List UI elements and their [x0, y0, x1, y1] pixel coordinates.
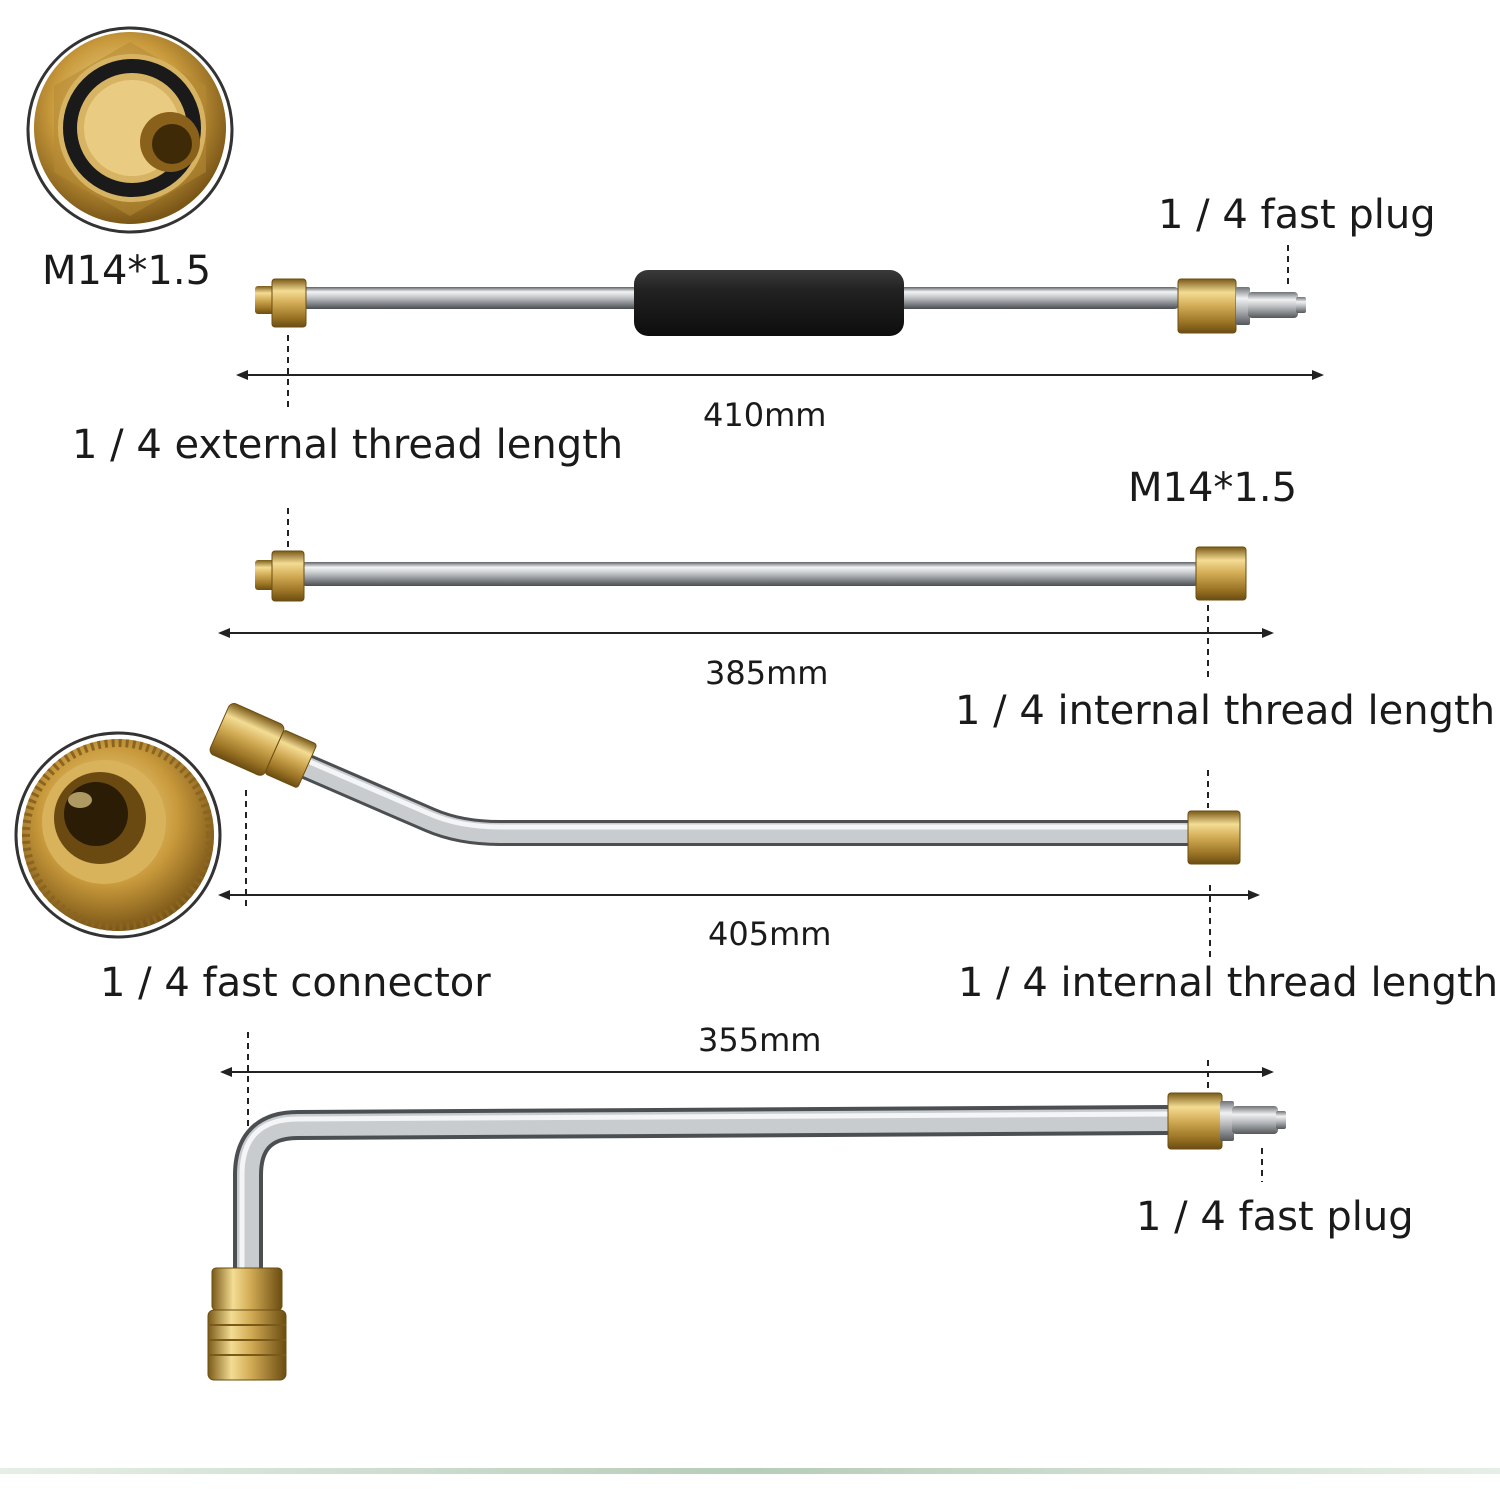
wand-405mm — [209, 703, 1241, 865]
wand-410mm — [255, 270, 1306, 336]
label-internal-thread-a: 1 / 4 internal thread length — [955, 688, 1496, 734]
dimension-385mm: 385mm — [705, 654, 829, 692]
dimension-355mm: 355mm — [698, 1021, 822, 1059]
m14-thread-detail-image — [26, 26, 234, 234]
dimension-405mm: 405mm — [708, 915, 832, 953]
label-fast-connector: 1 / 4 fast connector — [100, 960, 491, 1006]
label-fast-plug-top: 1 / 4 fast plug — [1158, 192, 1436, 238]
dimension-line-405 — [218, 770, 1260, 960]
label-m14-right: M14*1.5 — [1128, 465, 1298, 511]
fast-connector-detail-image — [14, 731, 222, 939]
label-internal-thread-b: 1 / 4 internal thread length — [958, 960, 1499, 1006]
dimension-410mm: 410mm — [703, 396, 827, 434]
dimension-line-385 — [218, 508, 1274, 680]
wand-355mm — [207, 1092, 1286, 1381]
label-external-thread: 1 / 4 external thread length — [72, 422, 624, 468]
dimension-line-410 — [236, 245, 1324, 410]
dimension-line-355 — [220, 1032, 1274, 1182]
bottom-divider — [0, 1468, 1500, 1474]
wand-385mm — [255, 546, 1247, 602]
label-fast-plug-bottom: 1 / 4 fast plug — [1136, 1194, 1414, 1240]
label-m14-top-left: M14*1.5 — [42, 248, 212, 294]
